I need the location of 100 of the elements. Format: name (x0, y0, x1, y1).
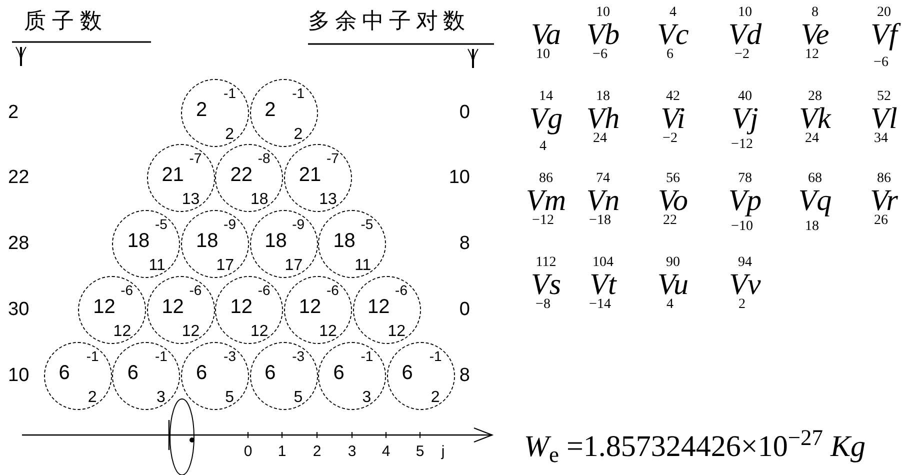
circle-number: -5 (154, 217, 168, 231)
circle-number: -1 (429, 349, 442, 363)
upper-index: 20 (877, 6, 891, 20)
lower-index: −6 (874, 56, 888, 70)
circle-number: 18 (250, 192, 268, 208)
circle-number: 17 (284, 258, 303, 274)
circle-number: -7 (326, 151, 339, 165)
variable-symbol: Vp (728, 186, 762, 216)
axis-tick-label: 1 (278, 444, 286, 459)
lower-index: 2 (738, 298, 746, 312)
variable-symbol: Vr (870, 186, 898, 216)
upper-index: 14 (539, 90, 553, 104)
circle-number: -9 (292, 217, 305, 231)
upper-index: 8 (812, 6, 818, 20)
circle-number: 6 (333, 363, 344, 383)
axis-tick-label: j (441, 444, 445, 459)
circle-number: 13 (182, 192, 200, 208)
circle-number: 2 (430, 390, 440, 406)
lower-index: 22 (663, 214, 677, 228)
circle-number: 12 (319, 324, 337, 340)
circle-number: -1 (154, 349, 168, 363)
lower-index: −2 (734, 48, 750, 62)
variable-symbol: Vt (590, 270, 616, 300)
circle-number: -6 (120, 283, 134, 297)
upper-index: 52 (877, 90, 891, 104)
variable-symbol: Vq (798, 186, 832, 216)
circle-number: 3 (362, 390, 372, 406)
circle-number: -1 (224, 86, 236, 100)
circle-number: 12 (182, 324, 200, 340)
variable-symbol: Vo (658, 186, 688, 216)
upper-index: 40 (738, 90, 752, 104)
axis-tick-label: 5 (416, 444, 424, 459)
circle-number: 2 (294, 127, 303, 143)
circle-number: -6 (189, 283, 202, 297)
circle-number: 12 (368, 297, 390, 317)
circle-number: 21 (298, 165, 322, 185)
column-heading: 质子数 (24, 10, 108, 32)
lower-index: −18 (589, 214, 611, 228)
row-value: 2 (8, 103, 19, 122)
variable-symbol: Vk (799, 104, 831, 134)
column-heading: 多余中子对数 (308, 10, 470, 32)
upper-index: 104 (592, 256, 614, 270)
circle-number: -6 (326, 283, 339, 297)
lower-index: 4 (540, 140, 546, 154)
upper-index: 94 (738, 256, 752, 270)
variable-symbol: Vj (732, 104, 758, 134)
axis-tick-label: 4 (382, 444, 390, 459)
circle-number: 12 (230, 297, 253, 317)
formula: W$_{e}$ =1.857324426×10$^{−27}$ Kg (524, 432, 866, 462)
circle-number: 18 (127, 231, 150, 251)
upper-index: 86 (539, 172, 553, 186)
circle-number: 18 (264, 231, 287, 251)
circle-number: -9 (224, 217, 236, 231)
circle-number: 13 (319, 192, 337, 208)
lower-index: −8 (536, 298, 550, 312)
lower-index: 4 (666, 298, 674, 312)
circle-number: 5 (294, 390, 303, 406)
variable-symbol: Vu (657, 270, 689, 300)
circle-number: -3 (292, 349, 305, 363)
circle-number: 18 (196, 231, 218, 251)
circle-number: 12 (298, 297, 322, 317)
circle-number: -1 (86, 349, 99, 363)
variable-symbol: Vn (586, 186, 620, 216)
circle-number: -3 (224, 349, 236, 363)
variable-symbol: Vm (526, 186, 566, 216)
upper-index: 86 (877, 172, 891, 186)
circle-number: -1 (360, 349, 374, 363)
circle-number: 12 (162, 297, 184, 317)
circle-number: -6 (395, 283, 408, 297)
lower-index: −6 (592, 48, 608, 62)
lower-index: −12 (532, 214, 554, 228)
lower-index: −12 (731, 138, 753, 152)
circle-number: 6 (127, 363, 139, 383)
upper-index: 4 (670, 6, 676, 20)
lower-index: −2 (662, 132, 678, 146)
variable-symbol: Vi (660, 104, 686, 134)
circle-number: -1 (292, 86, 305, 100)
circle-number: 12 (250, 324, 268, 340)
circle-number: 6 (264, 363, 276, 383)
lower-index: 12 (805, 48, 819, 62)
upper-index: 112 (536, 256, 556, 270)
upper-index: 10 (738, 6, 752, 20)
upper-index: 10 (596, 6, 610, 20)
row-value: 28 (8, 234, 30, 253)
upper-index: 56 (666, 172, 680, 186)
variable-symbol: Va (531, 20, 561, 50)
row-value: 30 (8, 300, 30, 319)
circle-number: 2 (264, 100, 276, 120)
circle-number: 6 (196, 363, 208, 383)
axis-tick-label: 0 (244, 444, 252, 459)
circle-number: -7 (189, 151, 202, 165)
circle-number: -5 (360, 217, 374, 231)
circle-number: 11 (354, 258, 372, 274)
variable-symbol: Vv (729, 270, 761, 300)
upper-index: 78 (738, 172, 752, 186)
lower-index: −10 (731, 220, 753, 234)
row-value: 0 (458, 103, 470, 122)
row-value: 0 (458, 300, 470, 319)
lower-index: 24 (805, 132, 819, 146)
upper-index: 68 (808, 172, 822, 186)
